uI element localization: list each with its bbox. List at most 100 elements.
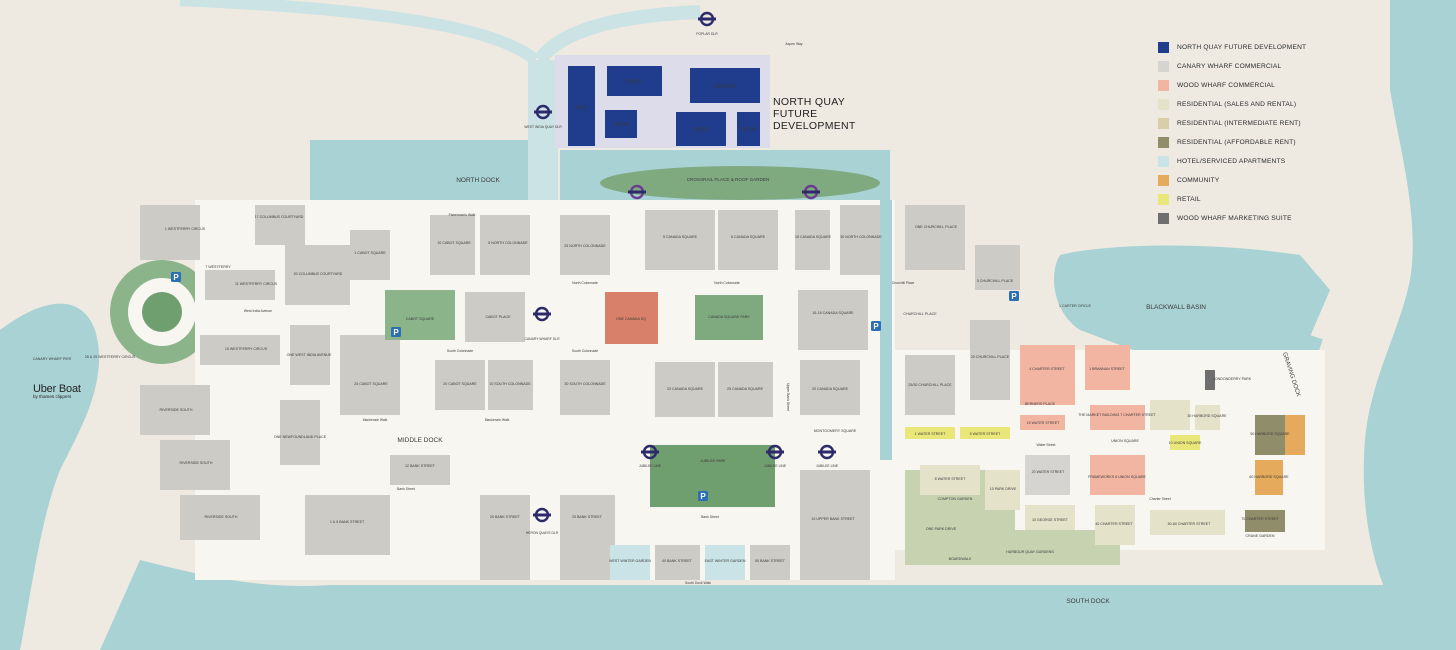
bldg-one-churchill <box>905 205 965 270</box>
bldg-marketing-suite <box>1205 370 1215 390</box>
station-label: HERON QUAYS DLR <box>526 531 559 535</box>
legend-label: WOOD WHARF COMMERCIAL <box>1177 82 1275 89</box>
street-label: West India Avenue <box>244 309 272 313</box>
legend-swatch <box>1158 194 1169 205</box>
building-label: 40 CHARTER STREET <box>1095 522 1133 526</box>
bldg-12-bank <box>390 455 450 485</box>
building-label: 15 WATER STREET <box>1027 421 1061 425</box>
building-label: CABOT PLACE <box>485 315 511 319</box>
blackwall-basin <box>1054 245 1330 360</box>
street-label: Mackenzie Walk <box>485 418 510 422</box>
north-dock <box>310 140 540 205</box>
dlr-west-curve <box>179 0 539 65</box>
parking-icon: P <box>1009 291 1019 301</box>
building-label: HARBOUR QUAY GARDENS <box>1006 550 1054 554</box>
street-label: Fisherman's Walk <box>449 213 476 217</box>
bldg-10-cabot <box>430 215 475 275</box>
legend-swatch <box>1158 99 1169 110</box>
building-label: 5 WATER STREET <box>970 432 1002 436</box>
building-label: 10 PARK DRIVE <box>990 487 1017 491</box>
bldg-17-columbus <box>255 205 305 245</box>
canada-square-park <box>695 295 763 340</box>
street-label: Churchill Place <box>892 281 915 285</box>
bldg-riverside-south-2 <box>160 440 230 490</box>
bldg-25-cabot <box>340 335 400 415</box>
tube-roundel-bar <box>533 513 551 517</box>
legend-item: COMMUNITY <box>1158 171 1326 190</box>
bldg-10-south-col <box>488 360 533 410</box>
svg-text:P: P <box>1011 292 1017 301</box>
uber-boat-sub: by thames clippers <box>33 394 72 399</box>
bldg-30-south-col <box>560 360 610 415</box>
building-label: 30 SOUTH COLONNADE <box>564 382 606 386</box>
bldg-15-water <box>1020 415 1065 430</box>
station-label: WEST INDIA QUAY DLR <box>524 125 562 129</box>
bldg-16-18-canada <box>798 290 868 350</box>
legend-item: NORTH QUAY FUTURE DEVELOPMENT <box>1158 38 1326 57</box>
east-dock-channel <box>880 200 892 460</box>
building-label: 16-18 CANADA SQUARE <box>812 311 854 315</box>
building-label: CANADA SQUARE PARK <box>708 315 750 319</box>
station-label: CANARY WHARF DLR <box>524 337 560 341</box>
building-label: 20 CANADA SQUARE <box>812 387 849 391</box>
legend-swatch <box>1158 213 1169 224</box>
building-label: CANARY WHARF PIER <box>33 357 72 361</box>
bldg-5-canada <box>645 210 715 270</box>
bldg-20-water <box>1025 455 1070 495</box>
building-label: BOARDWALK <box>949 557 972 561</box>
building-label: 4 CHARTER STREET <box>1029 367 1065 371</box>
bldg-west-lane <box>1150 400 1190 430</box>
svg-text:P: P <box>393 328 399 337</box>
building-label: 50-60 CHARTER STREET <box>1168 522 1211 526</box>
building-label: MONTGOMERY SQUARE <box>814 429 857 433</box>
tube-roundel-bar <box>533 312 551 316</box>
building-label: EAST WINTER GARDEN <box>705 559 746 563</box>
legend-label: COMMUNITY <box>1177 177 1220 184</box>
bldg-50-bank <box>750 545 790 580</box>
building-label: 7 WESTFERRY <box>205 265 231 269</box>
parking-icon: P <box>171 272 181 282</box>
building-label: 1 CARTER CIRCLE <box>1059 304 1091 308</box>
parking-icon: P <box>698 491 708 501</box>
uber-boat-name: Uber Boat <box>33 383 81 395</box>
building-label: 15 CANADA SQUARE <box>795 235 832 239</box>
north-quay-title-line-1: NORTH QUAY <box>773 96 846 108</box>
bldg-10-upper-bank <box>800 470 870 580</box>
building-label: 20 CABOT SQUARE <box>443 382 477 386</box>
legend-swatch <box>1158 137 1169 148</box>
building-label: COMPTON GARDEN <box>938 497 973 501</box>
legend-label: RESIDENTIAL (SALES AND RENTAL) <box>1177 101 1297 108</box>
station-label: POPLAR DLR <box>696 32 718 36</box>
legend-swatch <box>1158 156 1169 167</box>
building-label: 10 SOUTH COLONNADE <box>489 382 531 386</box>
legend-label: HOTEL/SERVICED APARTMENTS <box>1177 158 1286 165</box>
street-label: Charter Street <box>1149 497 1170 501</box>
bldg-20-brannan <box>1285 415 1305 455</box>
building-label: ONE PARK DRIVE <box>926 527 957 531</box>
legend-swatch <box>1158 175 1169 186</box>
legend-item: WOOD WHARF MARKETING SUITE <box>1158 209 1326 228</box>
tube-station-icon <box>766 444 784 460</box>
dlr-north-curve <box>534 5 701 65</box>
north-dock-label: NORTH DOCK <box>456 177 500 184</box>
building-label: 12 BANK STREET <box>405 464 436 468</box>
bldg-60-harbord <box>1255 460 1283 495</box>
nq0102-block <box>690 68 760 103</box>
south-dock-label: SOUTH DOCK <box>1066 598 1110 605</box>
building-label: 5 CANADA SQUARE <box>663 235 698 239</box>
nqa5-block <box>605 110 637 138</box>
tube-station-icon <box>641 444 659 460</box>
legend-label: NORTH QUAY FUTURE DEVELOPMENT <box>1177 44 1307 51</box>
building-label: ONE NEWFOUNDLAND PLACE <box>274 435 327 439</box>
tube-roundel-bar <box>534 110 552 114</box>
bldg-riverside-south-3 <box>180 495 260 540</box>
street-label: South Colonnade <box>447 349 473 353</box>
nqd3-label: NQ D3 <box>693 127 709 133</box>
legend-label: RESIDENTIAL (INTERMEDIATE RENT) <box>1177 120 1301 127</box>
building-label: 70 CHARTER STREET <box>1241 517 1279 521</box>
building-label: 8 WATER STREET <box>935 477 967 481</box>
uber-boat-logo: Uber Boat by thames clippers <box>33 383 81 399</box>
tube-roundel-bar <box>818 450 836 454</box>
building-label: 5 CHURCHILL PLACE <box>977 279 1014 283</box>
